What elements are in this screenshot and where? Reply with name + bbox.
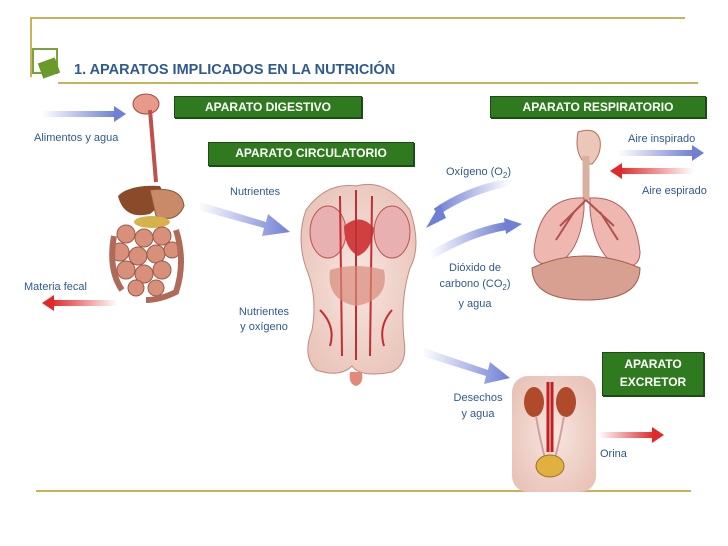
- oxigeno-text: Oxígeno (O: [446, 166, 503, 178]
- arrow-aire-espirado: [610, 163, 694, 179]
- label-oxigeno: Oxígeno (O2): [446, 166, 511, 180]
- arrow-desechos: [422, 348, 510, 384]
- label-dioxido: Dióxido de carbono (CO2) y agua: [424, 260, 526, 312]
- label-desechos-line2: y agua: [461, 408, 495, 420]
- label-nutrientes-oxigeno-line2: y oxígeno: [240, 321, 288, 333]
- top-rule: [30, 17, 685, 19]
- circulatory-system-illustration: [300, 183, 417, 386]
- label-dioxido-line1: Dióxido de: [449, 262, 501, 274]
- respiratory-system-illustration: [531, 129, 641, 301]
- excretor-line1: APARATO: [624, 357, 682, 371]
- oxigeno-close: ): [507, 166, 511, 178]
- label-aire-inspirado: Aire inspirado: [628, 133, 696, 145]
- label-alimentos: Alimentos y agua: [34, 132, 119, 144]
- label-nutrientes: Nutrientes: [230, 186, 281, 198]
- logo-icon: [30, 46, 70, 86]
- arrow-nutrientes: [198, 202, 290, 236]
- box-aparato-digestivo: APARATO DIGESTIVO: [174, 96, 362, 118]
- label-dioxido-line2: carbono (CO2): [424, 276, 526, 296]
- label-desechos: Desechos y agua: [446, 390, 510, 422]
- arrow-orina: [598, 427, 664, 443]
- title-underline: [58, 82, 698, 84]
- box-aparato-excretor: APARATO EXCRETOR: [602, 352, 704, 396]
- arrow-materia-fecal: [42, 295, 118, 311]
- arrow-oxigeno: [426, 178, 511, 228]
- digestive-system-illustration: [109, 93, 185, 303]
- label-nutrientes-oxigeno-line1: Nutrientes: [238, 306, 290, 318]
- label-nutrientes-oxigeno: Nutrientes y oxígeno: [232, 305, 296, 335]
- excretory-system-illustration: [512, 376, 596, 492]
- label-aire-espirado: Aire espirado: [642, 185, 707, 197]
- dioxido-subscript: 2: [502, 283, 507, 293]
- box-aparato-circulatorio: APARATO CIRCULATORIO: [208, 142, 414, 166]
- box-aparato-respiratorio: APARATO RESPIRATORIO: [490, 96, 706, 118]
- label-materia-fecal: Materia fecal: [24, 281, 87, 293]
- excretor-line2: EXCRETOR: [619, 375, 687, 389]
- page-title: 1. APARATOS IMPLICADOS EN LA NUTRICIÓN: [74, 62, 396, 78]
- arrow-aire-inspirado: [618, 145, 704, 161]
- bottom-rule: [36, 490, 691, 492]
- dioxido-text: carbono (CO: [439, 278, 503, 290]
- label-dioxido-line3: y agua: [458, 298, 492, 311]
- oxigeno-subscript: 2: [502, 171, 508, 181]
- dioxido-close: ): [506, 278, 511, 290]
- arrow-dioxido: [427, 218, 522, 260]
- label-orina: Orina: [600, 448, 627, 460]
- left-rule: [30, 17, 32, 77]
- arrow-alimentos: [42, 106, 126, 122]
- label-desechos-line1: Desechos: [453, 392, 503, 404]
